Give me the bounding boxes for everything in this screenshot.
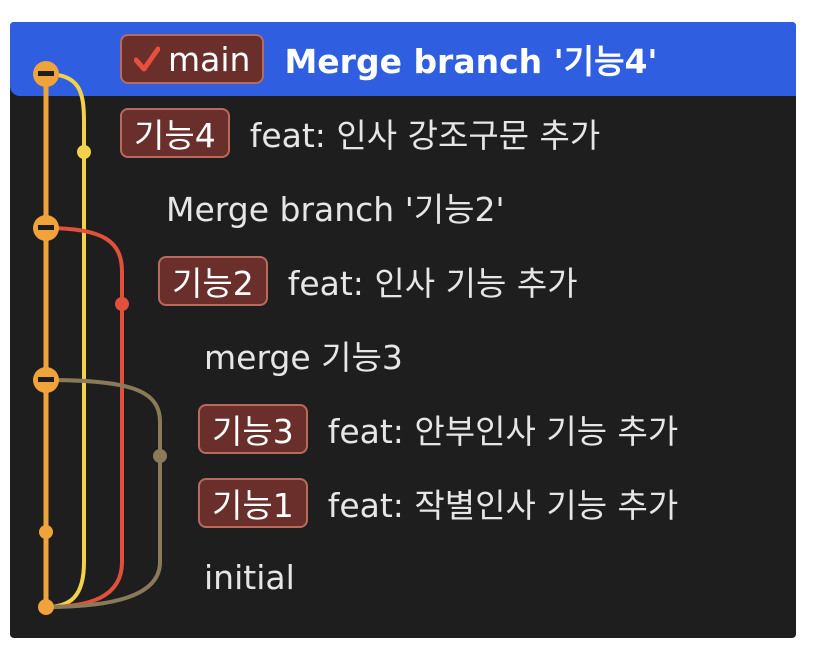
commit-message: feat: 인사 강조구문 추가	[249, 116, 601, 155]
commit-message: feat: 작별인사 기능 추가	[327, 486, 679, 525]
commit-row-merge-feature3[interactable]: merge 기능3	[10, 318, 796, 392]
commit-message: Merge branch '기능2'	[166, 190, 505, 229]
commit-row-merge-feature4[interactable]: main Merge branch '기능4'	[10, 22, 796, 96]
commit-message: feat: 안부인사 기능 추가	[327, 412, 679, 451]
commit-message: feat: 인사 기능 추가	[287, 264, 578, 303]
commit-history-panel: main Merge branch '기능4' 기능4 feat: 인사 강조구…	[10, 22, 796, 638]
branch-badge-main[interactable]: main	[120, 34, 265, 84]
branch-badge-label: 기능2	[172, 264, 254, 303]
branch-badge-feature3[interactable]: 기능3	[198, 404, 308, 454]
branch-badge-feature4[interactable]: 기능4	[120, 108, 230, 158]
commit-graph	[33, 61, 167, 615]
commit-node-icon	[38, 599, 54, 615]
commit-row-initial[interactable]: initial	[10, 540, 796, 614]
commit-node-icon	[115, 297, 129, 311]
branch-badge-label: 기능3	[212, 412, 294, 451]
checkmark-icon	[134, 46, 160, 72]
commit-node-icon	[39, 525, 53, 539]
commit-row-merge-feature2[interactable]: Merge branch '기능2'	[10, 170, 796, 244]
commit-row-feature4[interactable]: 기능4 feat: 인사 강조구문 추가	[10, 96, 796, 170]
commit-row-feature3[interactable]: 기능3 feat: 안부인사 기능 추가	[10, 392, 796, 466]
branch-badge-label: 기능4	[134, 116, 216, 155]
branch-badge-label: main	[168, 39, 251, 79]
branch-badge-label: 기능1	[212, 486, 294, 525]
lane-feature3	[45, 378, 162, 609]
commit-message: Merge branch '기능4'	[284, 42, 658, 81]
commit-message: merge 기능3	[204, 338, 403, 377]
lane-feature2	[45, 226, 124, 609]
commit-node-icon	[77, 145, 91, 159]
merge-node-icon	[33, 367, 59, 393]
lane-feature4	[45, 72, 86, 609]
branch-badge-feature1[interactable]: 기능1	[198, 478, 308, 528]
commit-row-feature1[interactable]: 기능1 feat: 작별인사 기능 추가	[10, 466, 796, 540]
commit-node-icon	[153, 449, 167, 463]
commit-message: initial	[204, 557, 295, 597]
merge-node-icon	[33, 215, 59, 241]
merge-node-icon	[33, 61, 59, 87]
commit-row-feature2[interactable]: 기능2 feat: 인사 기능 추가	[10, 244, 796, 318]
branch-badge-feature2[interactable]: 기능2	[158, 256, 268, 306]
